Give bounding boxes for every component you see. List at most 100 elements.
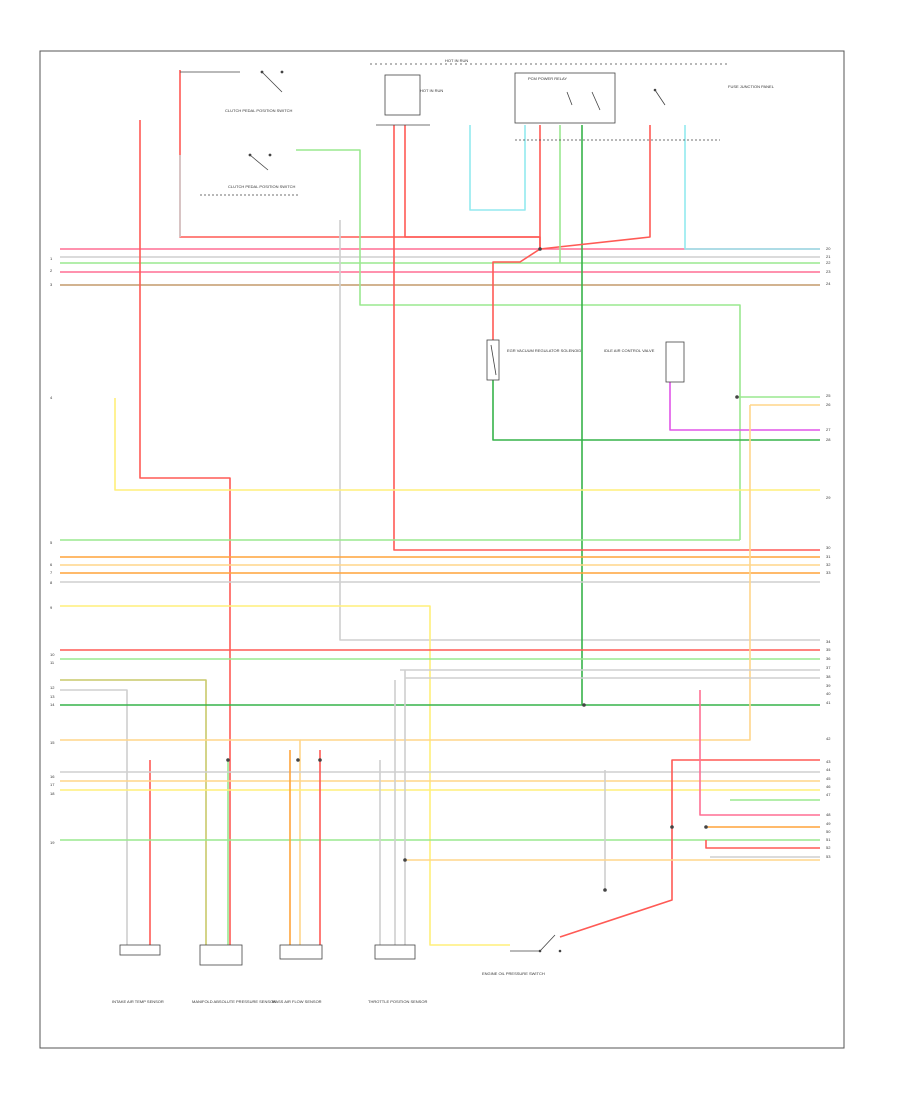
wire-red [559,759,820,938]
right-pin-number: 39 [826,683,831,688]
wire-cyan [469,125,526,211]
fuse-junction-label: FUSE JUNCTION PANEL [728,84,775,89]
engine-oil-pressure-switch [510,934,562,953]
clutch-switch-lower [200,153,300,196]
fuse-junction-relay [653,88,666,106]
wire-red [539,125,651,250]
left-pin-number: 15 [50,740,55,745]
right-pin-number: 38 [826,674,831,679]
right-pin-number: 32 [826,562,831,567]
left-pin-number: 2 [50,268,53,273]
left-pin-number: 5 [50,540,53,545]
egr-label: EGR VACUUM REGULATOR SOLENOID [507,348,581,353]
wire-red [393,125,820,551]
right-pin-number: 44 [826,767,831,772]
right-pin-number: 45 [826,776,831,781]
wire-yellow [114,398,820,491]
wire-red [404,125,540,238]
right-pin-number: 53 [826,854,831,859]
wire-red [492,125,541,340]
right-pin-number: 52 [826,845,831,850]
right-pin-number: 50 [826,829,831,834]
wire-light_green [296,149,741,540]
iat-label: INTAKE AIR TEMP SENSOR [112,999,164,1004]
wire-violet [669,382,820,431]
right-pin-number: 26 [826,402,831,407]
right-pin-number: 28 [826,437,831,442]
idle-air-control-valve [665,341,685,383]
diagram-frame [39,50,845,1049]
right-pin-number: 41 [826,700,831,705]
wire-pink [699,690,820,816]
map-sensor-connector [199,944,243,966]
right-pin-number: 22 [826,260,831,265]
pcm-relay-label: PCM POWER RELAY [528,76,567,81]
tp-label: THROTTLE POSITION SENSOR [368,999,427,1004]
right-pin-number: 35 [826,647,831,652]
wire-gray [339,220,820,641]
right-pin-number: 34 [826,639,831,644]
wire-tan [300,405,751,741]
right-pin-number: 24 [826,281,831,286]
right-pin-number: 46 [826,784,831,789]
left-pin-number: 8 [50,580,53,585]
right-pin-number: 30 [826,545,831,550]
wire-cyan [684,125,820,250]
right-pin-numbers: 2021222324252627282930313233343536373839… [826,246,831,859]
maf-label: MASS AIR FLOW SENSOR [272,999,322,1004]
left-pin-number: 4 [50,395,53,400]
left-pin-number: 14 [50,702,55,707]
left-pin-number: 6 [50,562,53,567]
right-pin-number: 43 [826,759,831,764]
wire-layer [60,70,820,960]
wire-tan [60,739,301,945]
right-pin-number: 21 [826,254,831,259]
right-pin-number: 42 [826,736,831,741]
iat-sensor-connector [119,944,161,956]
oil-pressure-label: ENGINE OIL PRESSURE SWITCH [482,971,545,976]
map-label: MANIFOLD ABSOLUTE PRESSURE SENSOR [192,999,276,1004]
maf-sensor-connector [279,944,323,960]
wire-yellow [60,605,510,946]
iac-label: IDLE AIR CONTROL VALVE [604,348,655,353]
top-banner-label: HOT IN RUN [445,58,468,63]
right-pin-number: 23 [826,269,831,274]
right-pin-number: 40 [826,691,831,696]
wire-olive [60,679,207,945]
right-pin-number: 27 [826,427,831,432]
left-pin-number: 10 [50,652,55,657]
left-pin-number: 16 [50,774,55,779]
wire-red [139,120,231,960]
right-pin-number: 36 [826,656,831,661]
left-pin-number: 1 [50,256,53,261]
egr-vacuum-regulator-solenoid [486,339,500,381]
hot-run-fuse-label: HOT IN RUN [420,88,443,93]
right-pin-number: 31 [826,554,831,559]
left-pin-number: 7 [50,570,53,575]
clutch-switch-upper-label: CLUTCH PEDAL POSITION SWITCH [225,108,293,113]
right-pin-number: 20 [826,246,831,251]
wire-gray [60,689,128,945]
component-labels: HOT IN RUN CLUTCH PEDAL POSITION SWITCH … [112,58,775,1004]
left-pin-number: 11 [50,660,55,665]
pcm-power-relay [514,72,616,124]
wire-green [492,380,820,441]
splice-dots [226,247,739,892]
clutch-switch-upper [180,70,284,93]
left-pin-number: 3 [50,282,53,287]
right-pin-number: 25 [826,393,831,398]
right-pin-number: 49 [826,821,831,826]
left-pin-number: 17 [50,782,55,787]
left-pin-number: 9 [50,605,53,610]
right-pin-number: 37 [826,665,831,670]
left-pin-number: 19 [50,840,55,845]
left-pin-number: 18 [50,791,55,796]
left-pin-number: 13 [50,694,55,699]
components [119,63,730,966]
clutch-switch-lower-label: CLUTCH PEDAL POSITION SWITCH [228,184,296,189]
wire-red [705,840,820,849]
right-pin-number: 29 [826,495,831,500]
tp-sensor-connector [374,944,416,960]
hot-run-fuse-box [384,74,421,116]
